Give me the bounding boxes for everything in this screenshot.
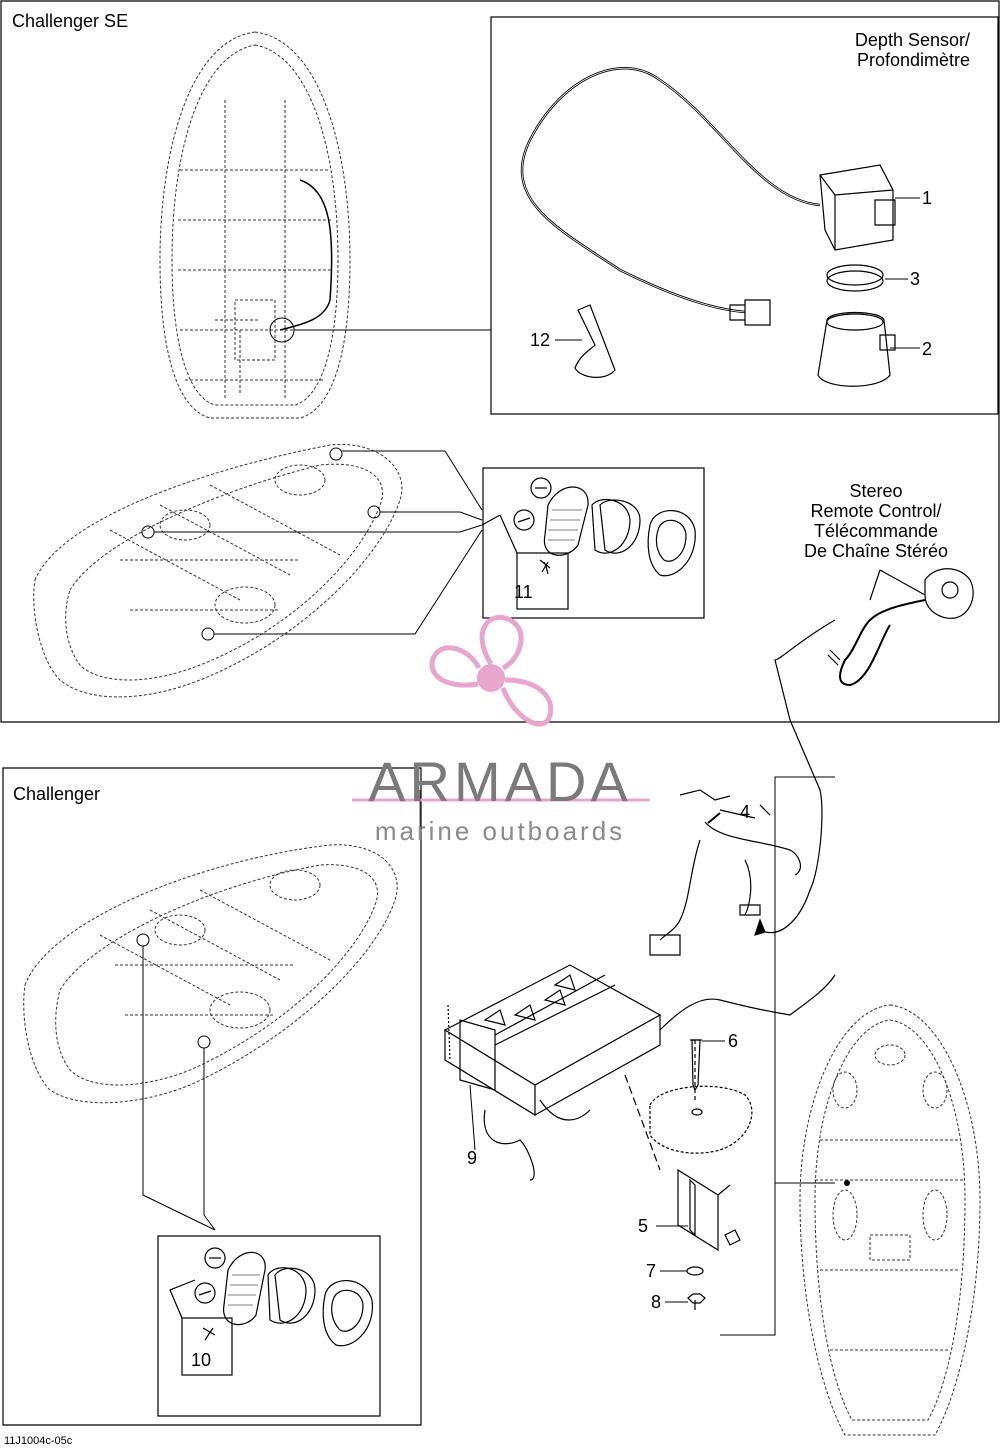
callout-11: 11 [514,582,533,602]
speaker-location-markers-se [141,447,483,641]
callout-leaders-top [555,197,920,349]
watermark-tagline: marine outboards [374,816,626,846]
callout-6: 6 [728,1031,739,1051]
speaker-parts-top [481,477,696,577]
armada-propeller-logo [352,614,650,830]
callout-5: 5 [638,1216,649,1236]
callout-10: 10 [191,1350,212,1370]
stereo-remote-label-line3: Télécommande [813,521,939,541]
panel-title-challenger-se: Challenger SE [12,11,129,31]
stereo-remote-control [754,568,974,936]
callout-12: 12 [530,330,551,350]
depth-sensor-label: Depth Sensor/ Profondimètre [820,30,970,70]
callout-3: 3 [910,269,921,289]
stereo-harness [649,789,802,956]
depth-sensor-parts [520,67,896,387]
stereo-remote-label: Stereo Remote Control/ Télécommande De C… [790,481,962,561]
stereo-unit [443,964,836,1181]
callout-8: 8 [651,1292,662,1312]
callout-leaders-bottom [469,776,835,1336]
stereo-remote-label-line1: Stereo [849,481,903,501]
callout-9: 9 [467,1148,478,1168]
sensor-wire [279,179,333,331]
boat-perspective-challenger [23,844,398,1104]
watermark-brand: ARMADA [368,750,632,813]
callout-7: 7 [646,1261,657,1281]
panel-title-challenger: Challenger [13,784,101,804]
depth-sensor-label-line2: Profondimètre [856,50,970,70]
callout-4: 4 [740,802,751,822]
stereo-remote-label-line2: Remote Control/ [810,501,942,521]
stereo-remote-label-line4: De Chaîne Stéréo [803,541,949,561]
boat-top-view-se [159,31,351,419]
speaker-parts-bottom [169,1247,373,1347]
depth-sensor-label-line1: Depth Sensor/ [854,30,970,50]
mounting-bracket-hardware [649,1039,753,1310]
callout-2: 2 [922,339,933,359]
boat-top-view-challenger [799,1004,981,1436]
speaker-location-markers-challenger [136,933,216,1231]
stereo-location-marker [844,1180,850,1186]
diagram-code: 11J1004c-05c [4,1435,73,1447]
callout-1: 1 [922,188,933,208]
boat-perspective-se [33,443,403,698]
